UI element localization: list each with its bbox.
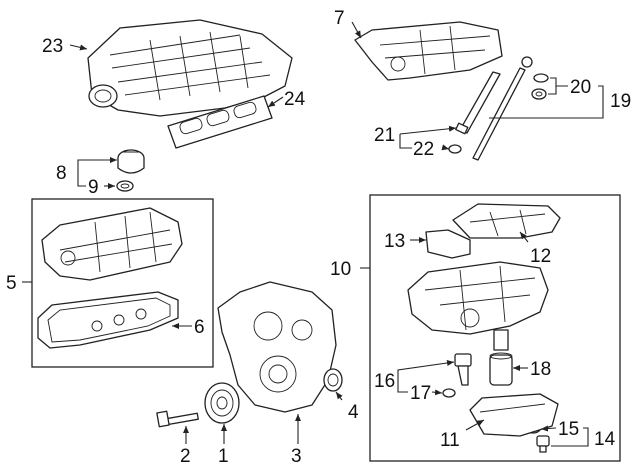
- label-15: 15: [558, 419, 579, 440]
- label-21: 21: [374, 125, 395, 146]
- label-6: 6: [194, 317, 205, 338]
- label-12: 12: [530, 246, 551, 267]
- label-3: 3: [291, 446, 302, 467]
- label-13: 13: [384, 231, 405, 252]
- oil-pan-group-box: [369, 194, 621, 462]
- oil-filter: [489, 329, 513, 386]
- engine-cover: [354, 21, 503, 81]
- label-10: 10: [330, 259, 351, 280]
- pulley-bolt: [156, 410, 199, 428]
- label-9: 9: [88, 177, 99, 198]
- timing-cover: [217, 281, 337, 413]
- label-17: 17: [410, 383, 431, 404]
- leader-lines: [22, 21, 604, 447]
- drain-plug: [536, 435, 550, 453]
- label-4: 4: [348, 402, 359, 423]
- valve-cover-group-box: [31, 198, 214, 368]
- label-1: 1: [218, 446, 229, 467]
- valve-cover: [41, 207, 183, 281]
- label-7: 7: [334, 8, 345, 29]
- intake-gasket: [167, 95, 273, 149]
- lower-oil-pan: [469, 393, 559, 437]
- valve-cover-gasket: [37, 291, 179, 349]
- oil-pressure-sensor: [454, 353, 472, 386]
- label-19: 19: [610, 91, 631, 112]
- upper-oil-pan: [407, 261, 549, 335]
- front-seal: [323, 368, 343, 392]
- label-8: 8: [56, 163, 67, 184]
- label-14: 14: [594, 429, 616, 450]
- dipstick-assembly: [455, 56, 533, 161]
- label-24: 24: [284, 89, 306, 110]
- pan-baffle: [452, 203, 561, 239]
- label-23: 23: [42, 36, 63, 57]
- label-20: 20: [570, 77, 591, 98]
- label-16: 16: [374, 371, 395, 392]
- callout-labels: 23 24 7 20 19 21 22 8 9 5 6 10 13 12 16 …: [6, 8, 631, 467]
- label-18: 18: [530, 359, 551, 380]
- oil-filler-cap: [117, 149, 145, 174]
- label-5: 5: [6, 273, 17, 294]
- bracket-13: [425, 229, 471, 259]
- label-22: 22: [413, 139, 434, 160]
- label-11: 11: [440, 430, 460, 451]
- intake-manifold: [87, 19, 293, 117]
- crank-pulley: [204, 382, 240, 424]
- label-2: 2: [180, 446, 191, 467]
